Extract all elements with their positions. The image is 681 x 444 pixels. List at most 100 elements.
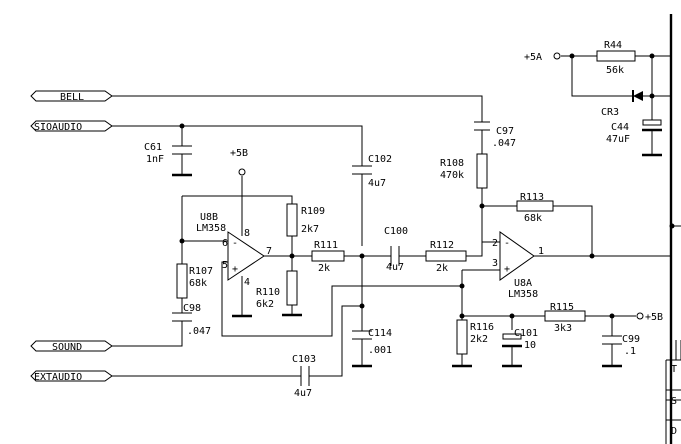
c98-value: .047: [187, 326, 211, 337]
capacitor-c44: C44 47uF: [606, 119, 662, 145]
c101-ref: C101: [514, 328, 538, 339]
opamp-u8a: - + 2 3 1 U8A LM358: [492, 231, 544, 300]
r113-value: 68k: [524, 213, 542, 224]
c98-ref: C98: [183, 303, 201, 314]
opamp-u8b: - + 6 5 7 8 4 U8B LM358: [196, 212, 272, 288]
c44-value: 47uF: [606, 134, 630, 145]
u8a-minus: -: [504, 238, 510, 249]
c99-value: .1: [624, 346, 636, 357]
r112-ref: R112: [430, 240, 454, 251]
port-extaudio-label: EXTAUDIO: [34, 372, 82, 383]
c44-ref: C44: [611, 122, 629, 133]
c102-ref: C102: [368, 154, 392, 165]
r108-value: 470k: [440, 170, 464, 181]
c101-value: 10: [524, 340, 536, 351]
u8b-minus: -: [232, 238, 238, 249]
title-block-row2: S: [671, 396, 677, 407]
r116-value: 2k2: [470, 334, 488, 345]
supply-5b-top: +5B: [230, 148, 248, 176]
port-bell: BELL: [30, 90, 113, 103]
c61-value: 1nF: [146, 154, 164, 165]
r44-ref: R44: [604, 40, 622, 51]
u8b-pin-noninv: 5: [222, 260, 228, 271]
resistor-r113: R113 68k: [516, 192, 554, 224]
resistor-r115: R115 3k3: [544, 302, 586, 334]
r107-value: 68k: [189, 278, 207, 289]
c61-ref: C61: [144, 142, 162, 153]
r107-ref: R107: [189, 266, 213, 277]
resistor-r111: R111 2k: [311, 240, 345, 274]
c97-ref: C97: [496, 126, 514, 137]
c103-value: 4u7: [294, 388, 312, 399]
u8b-plus: +: [232, 264, 238, 275]
cr3-ref: CR3: [601, 107, 619, 118]
port-sioaudio-label: SIOAUDIO: [34, 122, 82, 133]
u8b-pin-inv: 6: [222, 238, 228, 249]
capacitor-c100: C100 4u7: [384, 226, 408, 273]
supply-5a-label: +5A: [524, 52, 542, 63]
u8a-ref: U8A: [514, 278, 532, 289]
wires: [112, 14, 681, 444]
c102-value: 4u7: [368, 178, 386, 189]
port-sound: SOUND: [30, 340, 113, 353]
capacitor-c97: C97 .047: [474, 121, 516, 149]
title-block-row3: D: [671, 426, 677, 437]
resistor-r110: R110 6k2: [256, 270, 298, 310]
title-block: T S D: [665, 340, 681, 444]
capacitor-c114: C114 .001: [352, 328, 392, 356]
u8a-pin-noninv: 3: [492, 258, 498, 269]
r110-value: 6k2: [256, 299, 274, 310]
u8b-pin-vcc: 8: [244, 228, 250, 239]
r44-value: 56k: [606, 65, 624, 76]
c99-ref: C99: [622, 334, 640, 345]
r116-ref: R116: [470, 322, 494, 333]
r108-ref: R108: [440, 158, 464, 169]
resistor-r107: R107 68k: [176, 263, 213, 299]
supply-5b-right-label: +5B: [645, 312, 663, 323]
r109-value: 2k7: [301, 224, 319, 235]
u8b-pin-gnd: 4: [244, 277, 250, 288]
ground-symbols: [172, 153, 662, 368]
capacitor-c99: C99 .1: [602, 334, 640, 357]
capacitor-c61: C61 1nF: [144, 142, 192, 165]
supply-5b-right: +5B: [636, 312, 663, 323]
resistor-r109: R109 2k7: [286, 203, 325, 237]
r112-value: 2k: [436, 263, 448, 274]
c97-value: .047: [492, 138, 516, 149]
capacitor-c101: C101 10: [502, 328, 538, 352]
resistor-r116: R116 2k2: [456, 319, 494, 355]
c114-value: .001: [368, 345, 392, 356]
r111-ref: R111: [314, 240, 338, 251]
title-block-row1: T: [671, 364, 677, 375]
resistor-r108: R108 470k: [440, 153, 488, 189]
capacitor-c103: C103 4u7: [292, 354, 316, 399]
u8a-pin-inv: 2: [492, 238, 498, 249]
r113-ref: R113: [520, 192, 544, 203]
c103-ref: C103: [292, 354, 316, 365]
port-sioaudio: SIOAUDIO: [30, 120, 113, 133]
c114-ref: C114: [368, 328, 392, 339]
u8a-part: LM358: [508, 289, 538, 300]
resistor-r44: R44 56k: [596, 40, 636, 76]
r115-ref: R115: [550, 302, 574, 313]
u8b-ref: U8B: [200, 212, 218, 223]
c100-ref: C100: [384, 226, 408, 237]
u8b-pin-out: 7: [266, 246, 272, 257]
u8b-part: LM358: [196, 223, 226, 234]
u8a-plus: +: [504, 264, 510, 275]
r115-value: 3k3: [554, 323, 572, 334]
c100-value: 4u7: [386, 262, 404, 273]
resistor-r112: R112 2k: [425, 240, 467, 274]
port-sound-label: SOUND: [52, 342, 82, 353]
u8a-pin-out: 1: [538, 246, 544, 257]
junctions: [179, 53, 675, 319]
capacitor-c102: C102 4u7: [352, 154, 392, 189]
diode-cr3: CR3: [601, 90, 643, 118]
port-extaudio: EXTAUDIO: [30, 370, 113, 383]
r110-ref: R110: [256, 287, 280, 298]
capacitor-c98: C98 .047: [172, 303, 211, 337]
supply-5a: +5A: [524, 52, 561, 63]
r111-value: 2k: [318, 263, 330, 274]
port-bell-label: BELL: [60, 92, 84, 103]
